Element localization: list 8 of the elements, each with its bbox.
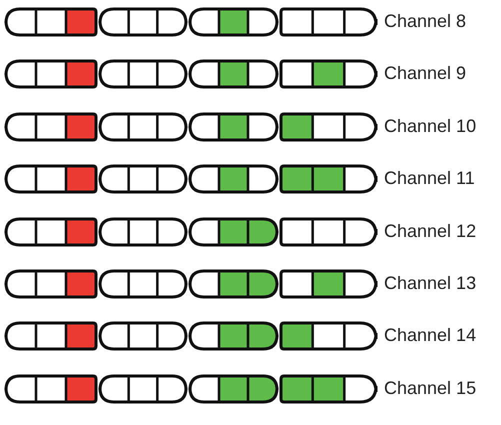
- channel-label: Channel 8: [384, 11, 466, 32]
- channel-label: Channel 9: [384, 63, 466, 84]
- channel-label: Channel 13: [384, 273, 476, 294]
- channel-label: Channel 15: [384, 378, 476, 399]
- channel-label: Channel 11: [384, 168, 475, 190]
- channel-label: Channel 14: [384, 325, 476, 346]
- channel-label: Channel 10: [384, 116, 476, 137]
- channel-label: Channel 12: [384, 220, 476, 242]
